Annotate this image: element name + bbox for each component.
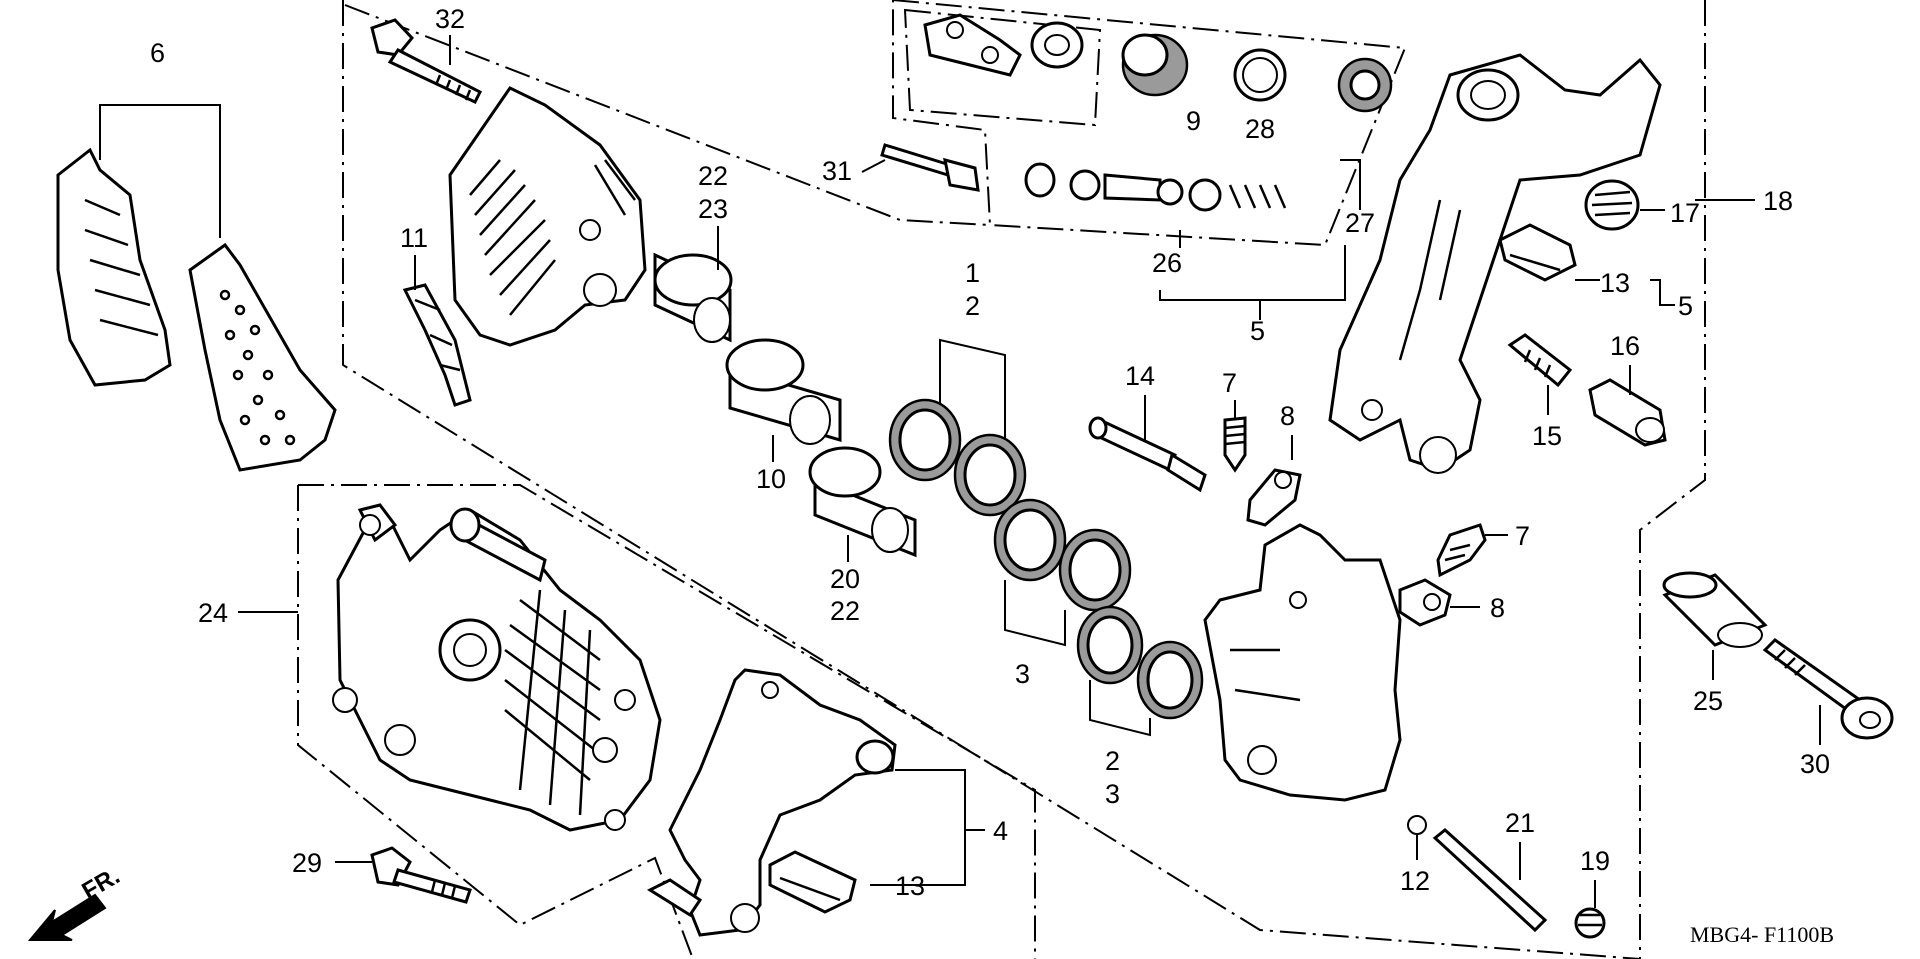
callout-20: 20 [830,564,860,594]
seal-ring-3-upper-a [993,498,1067,582]
callout-10: 10 [756,464,786,494]
pin-14 [1088,416,1207,493]
retainer-13-upper [1498,223,1577,282]
collar-25 [1662,571,1768,648]
washer-12 [1407,815,1427,835]
seal-ring-2-upper [953,433,1027,517]
callout-22-bottom: 22 [830,596,860,626]
callout-1: 1 [965,258,980,288]
callout-12: 12 [1400,866,1430,896]
callout-17: 17 [1670,198,1700,228]
bolt-30 [1762,638,1894,740]
boot-16 [1588,378,1667,447]
callout-3-upper: 3 [1015,659,1030,689]
bushing-20-22 [808,446,917,558]
callout-31: 31 [822,156,852,186]
bleeder-7-lower [1436,523,1487,578]
cap-19 [1574,907,1606,939]
callout-32: 32 [435,4,465,34]
caliper-bracket-upper [1328,53,1662,474]
callout-7-upper: 7 [1222,368,1237,398]
callout-22-top: 22 [698,161,728,191]
boot-17 [1584,179,1640,231]
callout-26: 26 [1152,248,1182,278]
group-outline-seal-kit [892,0,1407,247]
caliper-assembly-24 [332,503,662,832]
callout-8-upper: 8 [1280,401,1295,431]
callout-21: 21 [1505,808,1535,838]
callout-13-lower: 13 [895,871,925,901]
callout-8-lower: 8 [1490,593,1505,623]
bolt-31 [880,143,980,192]
seal-ring [1337,57,1393,113]
caliper-half-upper [448,86,647,347]
bolt-21 [1432,828,1548,933]
bleeder-cap-8-lower [1398,578,1452,627]
caliper-body-right [1203,523,1402,802]
callout-28: 28 [1245,114,1275,144]
group-outline-bracket-right [1639,0,1706,959]
callout-13-upper: 13 [1600,268,1630,298]
callout-11: 11 [400,223,428,253]
bolt-29 [370,846,472,904]
callout-27: 27 [1345,208,1375,238]
drawing-code: MBG4- F1100B [1690,922,1834,947]
callout-30: 30 [1800,749,1830,779]
piston-kit-26 [1024,162,1287,212]
callout-7-lower: 7 [1515,521,1530,551]
caliper-bracket-lower [646,668,897,937]
leader-6 [99,104,221,238]
pin-set-top [923,13,1084,77]
callout-9: 9 [1186,106,1201,136]
bleeder-cap-8-upper [1246,468,1302,527]
callout-14: 14 [1125,361,1155,391]
callout-24: 24 [198,598,228,628]
seal-ring-3-lower [1136,640,1204,720]
group-outline-upper [344,4,991,226]
callout-29: 29 [292,848,322,878]
retainer-13-lower [768,850,857,914]
callout-6: 6 [150,38,165,68]
callout-23: 23 [698,194,728,224]
callout-15: 15 [1532,421,1562,451]
direction-label: FR. [78,862,125,905]
group-outline-main [342,0,1641,959]
callout-16: 16 [1610,331,1640,361]
brake-pad-left [56,147,172,387]
callout-4: 4 [993,816,1008,846]
group-outline-pin-box [903,8,1102,127]
bushing-10 [725,338,842,445]
callout-3-lower: 3 [1105,779,1120,809]
seal-ring-1 [888,398,962,482]
callout-2-lower: 2 [1105,746,1120,776]
bushing-9 [1121,33,1189,97]
clip-ring-28 [1233,48,1287,102]
callout-2-upper: 2 [965,291,980,321]
brake-pad-right [188,242,337,472]
bleeder-7-upper [1223,416,1247,473]
seal-ring-2-lower [1076,605,1144,685]
callout-19: 19 [1580,846,1610,876]
pad-spring-11 [402,283,472,407]
seal-ring-3-upper-b [1058,528,1132,612]
callout-18: 18 [1763,186,1793,216]
callout-25: 25 [1693,686,1723,716]
bolt-32 [370,18,483,104]
callout-5-upper: 5 [1250,316,1265,346]
bushing-22-23 [653,252,733,343]
front-direction-arrow [27,893,107,941]
callout-5-right: 5 [1678,291,1693,321]
pin-15 [1507,333,1573,388]
